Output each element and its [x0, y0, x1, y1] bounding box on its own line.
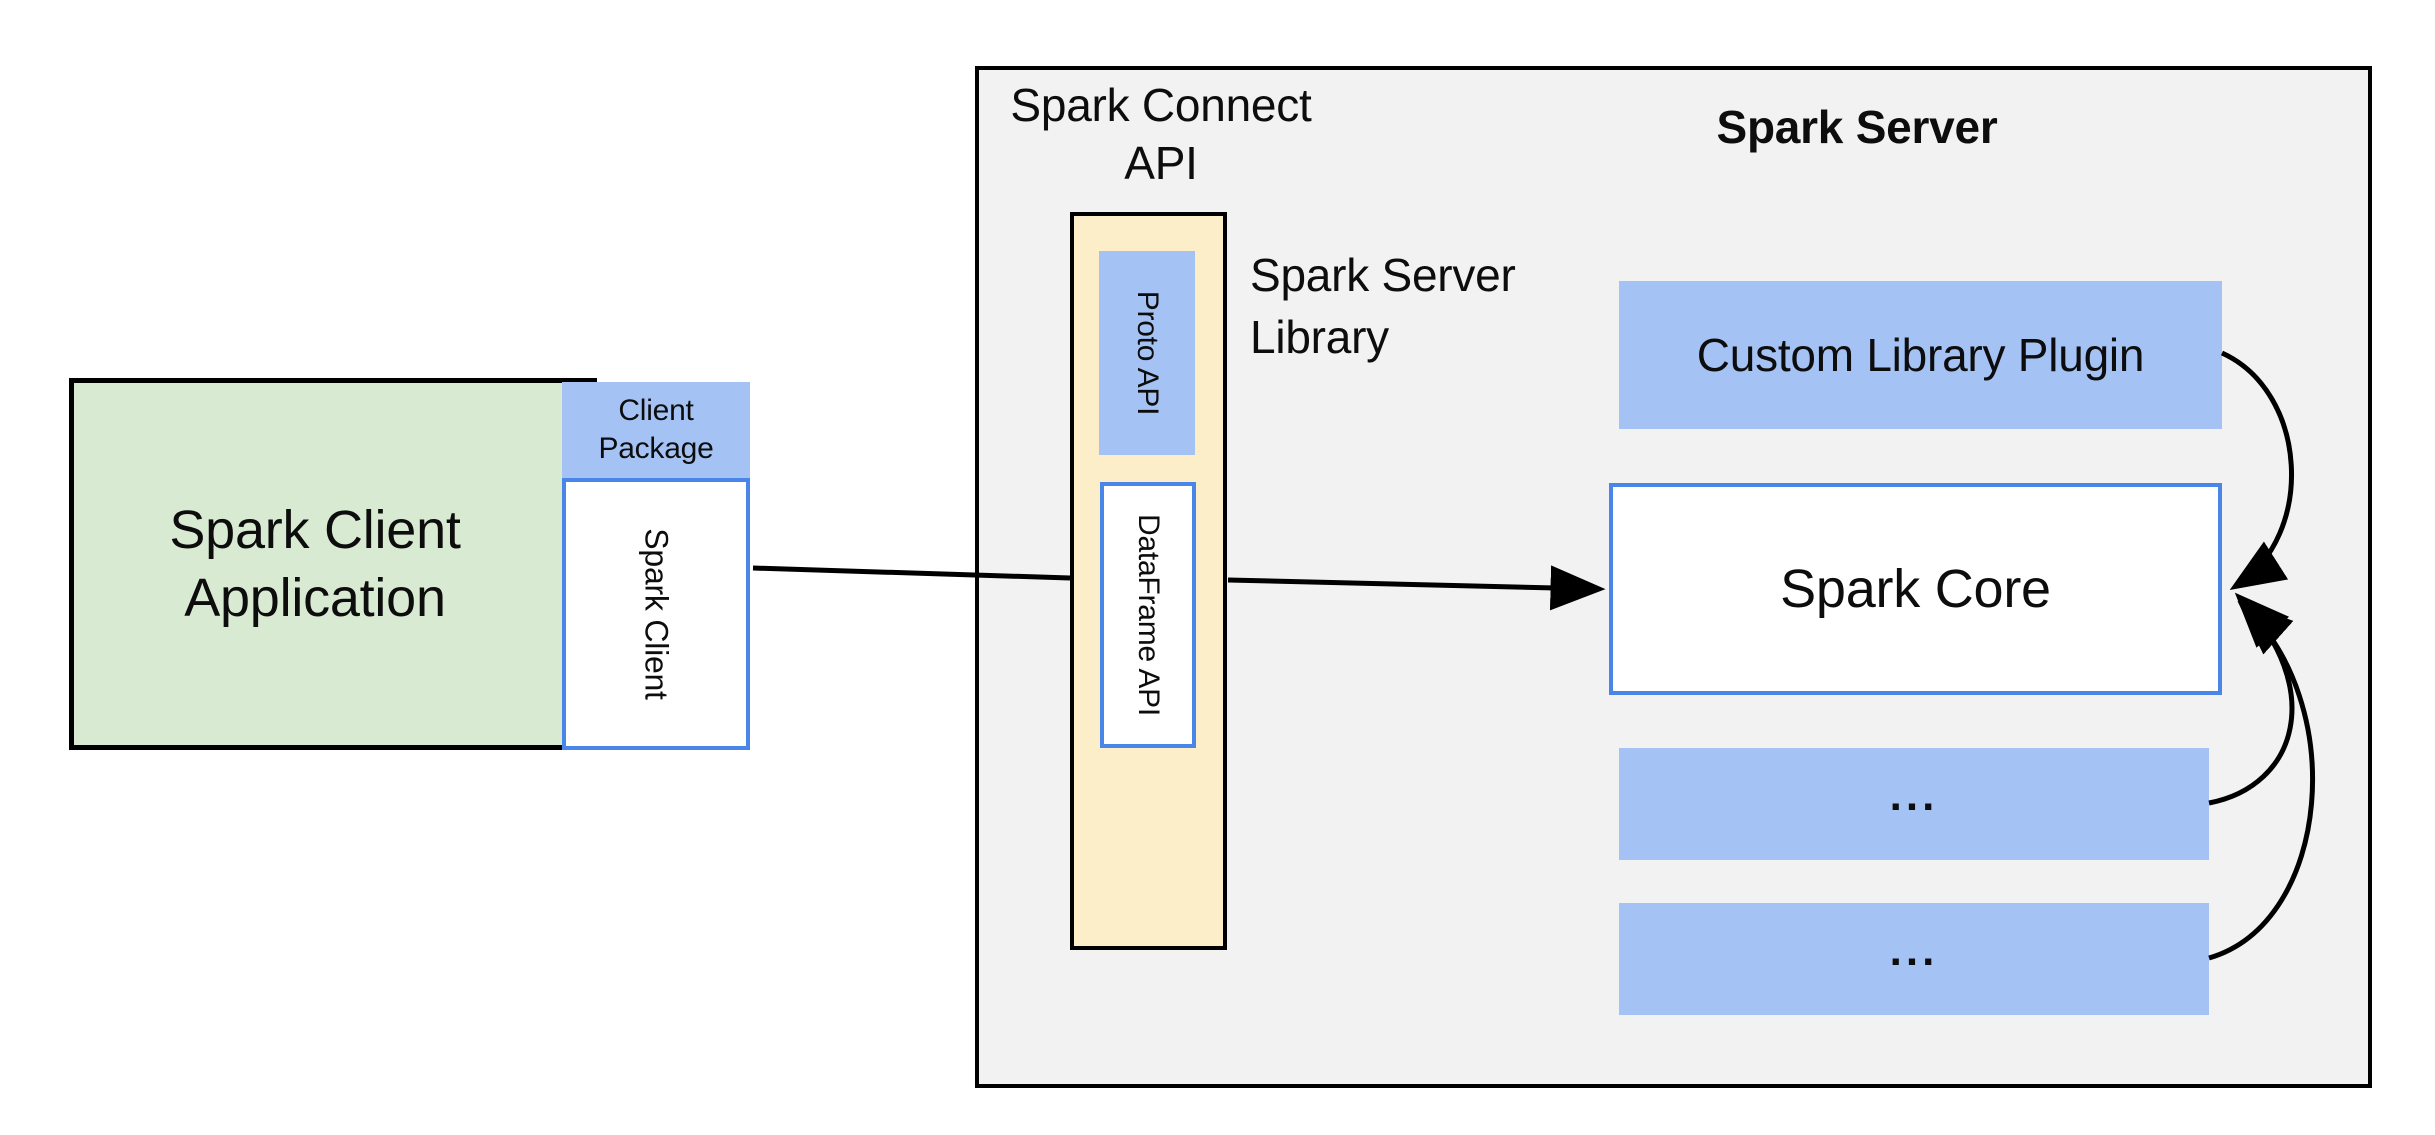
custom-library-plugin-box: Custom Library Plugin	[1619, 281, 2222, 429]
proto-api-box: Proto API	[1099, 251, 1195, 455]
spark-server-library-label-line1: Spark Server	[1250, 249, 1516, 301]
client-package-box: Client Package	[562, 382, 750, 478]
spark-server-library-label-line2: Library	[1250, 311, 1389, 363]
spark-client-label: Spark Client	[638, 528, 675, 700]
dataframe-api-box: DataFrame API	[1100, 482, 1196, 748]
spark-client-application-label-line2: Application	[184, 568, 446, 628]
spark-connect-api-title-line2: API	[1124, 137, 1198, 189]
spark-core-label: Spark Core	[1780, 559, 2051, 619]
client-package-label-line1: Client	[618, 394, 694, 427]
ellipsis-label-2: ...	[1889, 926, 1939, 975]
ellipsis-box-1: ...	[1619, 748, 2209, 860]
spark-connect-api-title: Spark Connect API	[975, 76, 1347, 192]
client-package-label: Client Package	[598, 392, 713, 468]
proto-api-label: Proto API	[1131, 290, 1164, 416]
spark-client-box: Spark Client	[562, 478, 750, 750]
client-package-label-line2: Package	[598, 432, 714, 465]
custom-library-plugin-label: Custom Library Plugin	[1696, 329, 2145, 381]
spark-client-application-label: Spark Client Application	[169, 496, 496, 632]
ellipsis-box-2: ...	[1619, 903, 2209, 1015]
spark-client-label-wrap: Spark Client	[566, 482, 746, 746]
ellipsis-label-1: ...	[1889, 771, 1939, 820]
spark-core-box: Spark Core	[1609, 483, 2222, 695]
spark-client-application-label-line1: Spark Client	[169, 500, 461, 560]
spark-server-library-label: Spark Server Library	[1250, 244, 1670, 368]
spark-client-application-box: Spark Client Application	[69, 378, 597, 750]
spark-server-title: Spark Server	[1716, 101, 1998, 153]
proto-api-label-wrap: Proto API	[1099, 251, 1195, 455]
spark-connect-api-title-line1: Spark Connect	[1010, 79, 1312, 131]
dataframe-api-label: DataFrame API	[1132, 514, 1165, 716]
dataframe-api-label-wrap: DataFrame API	[1104, 486, 1192, 744]
